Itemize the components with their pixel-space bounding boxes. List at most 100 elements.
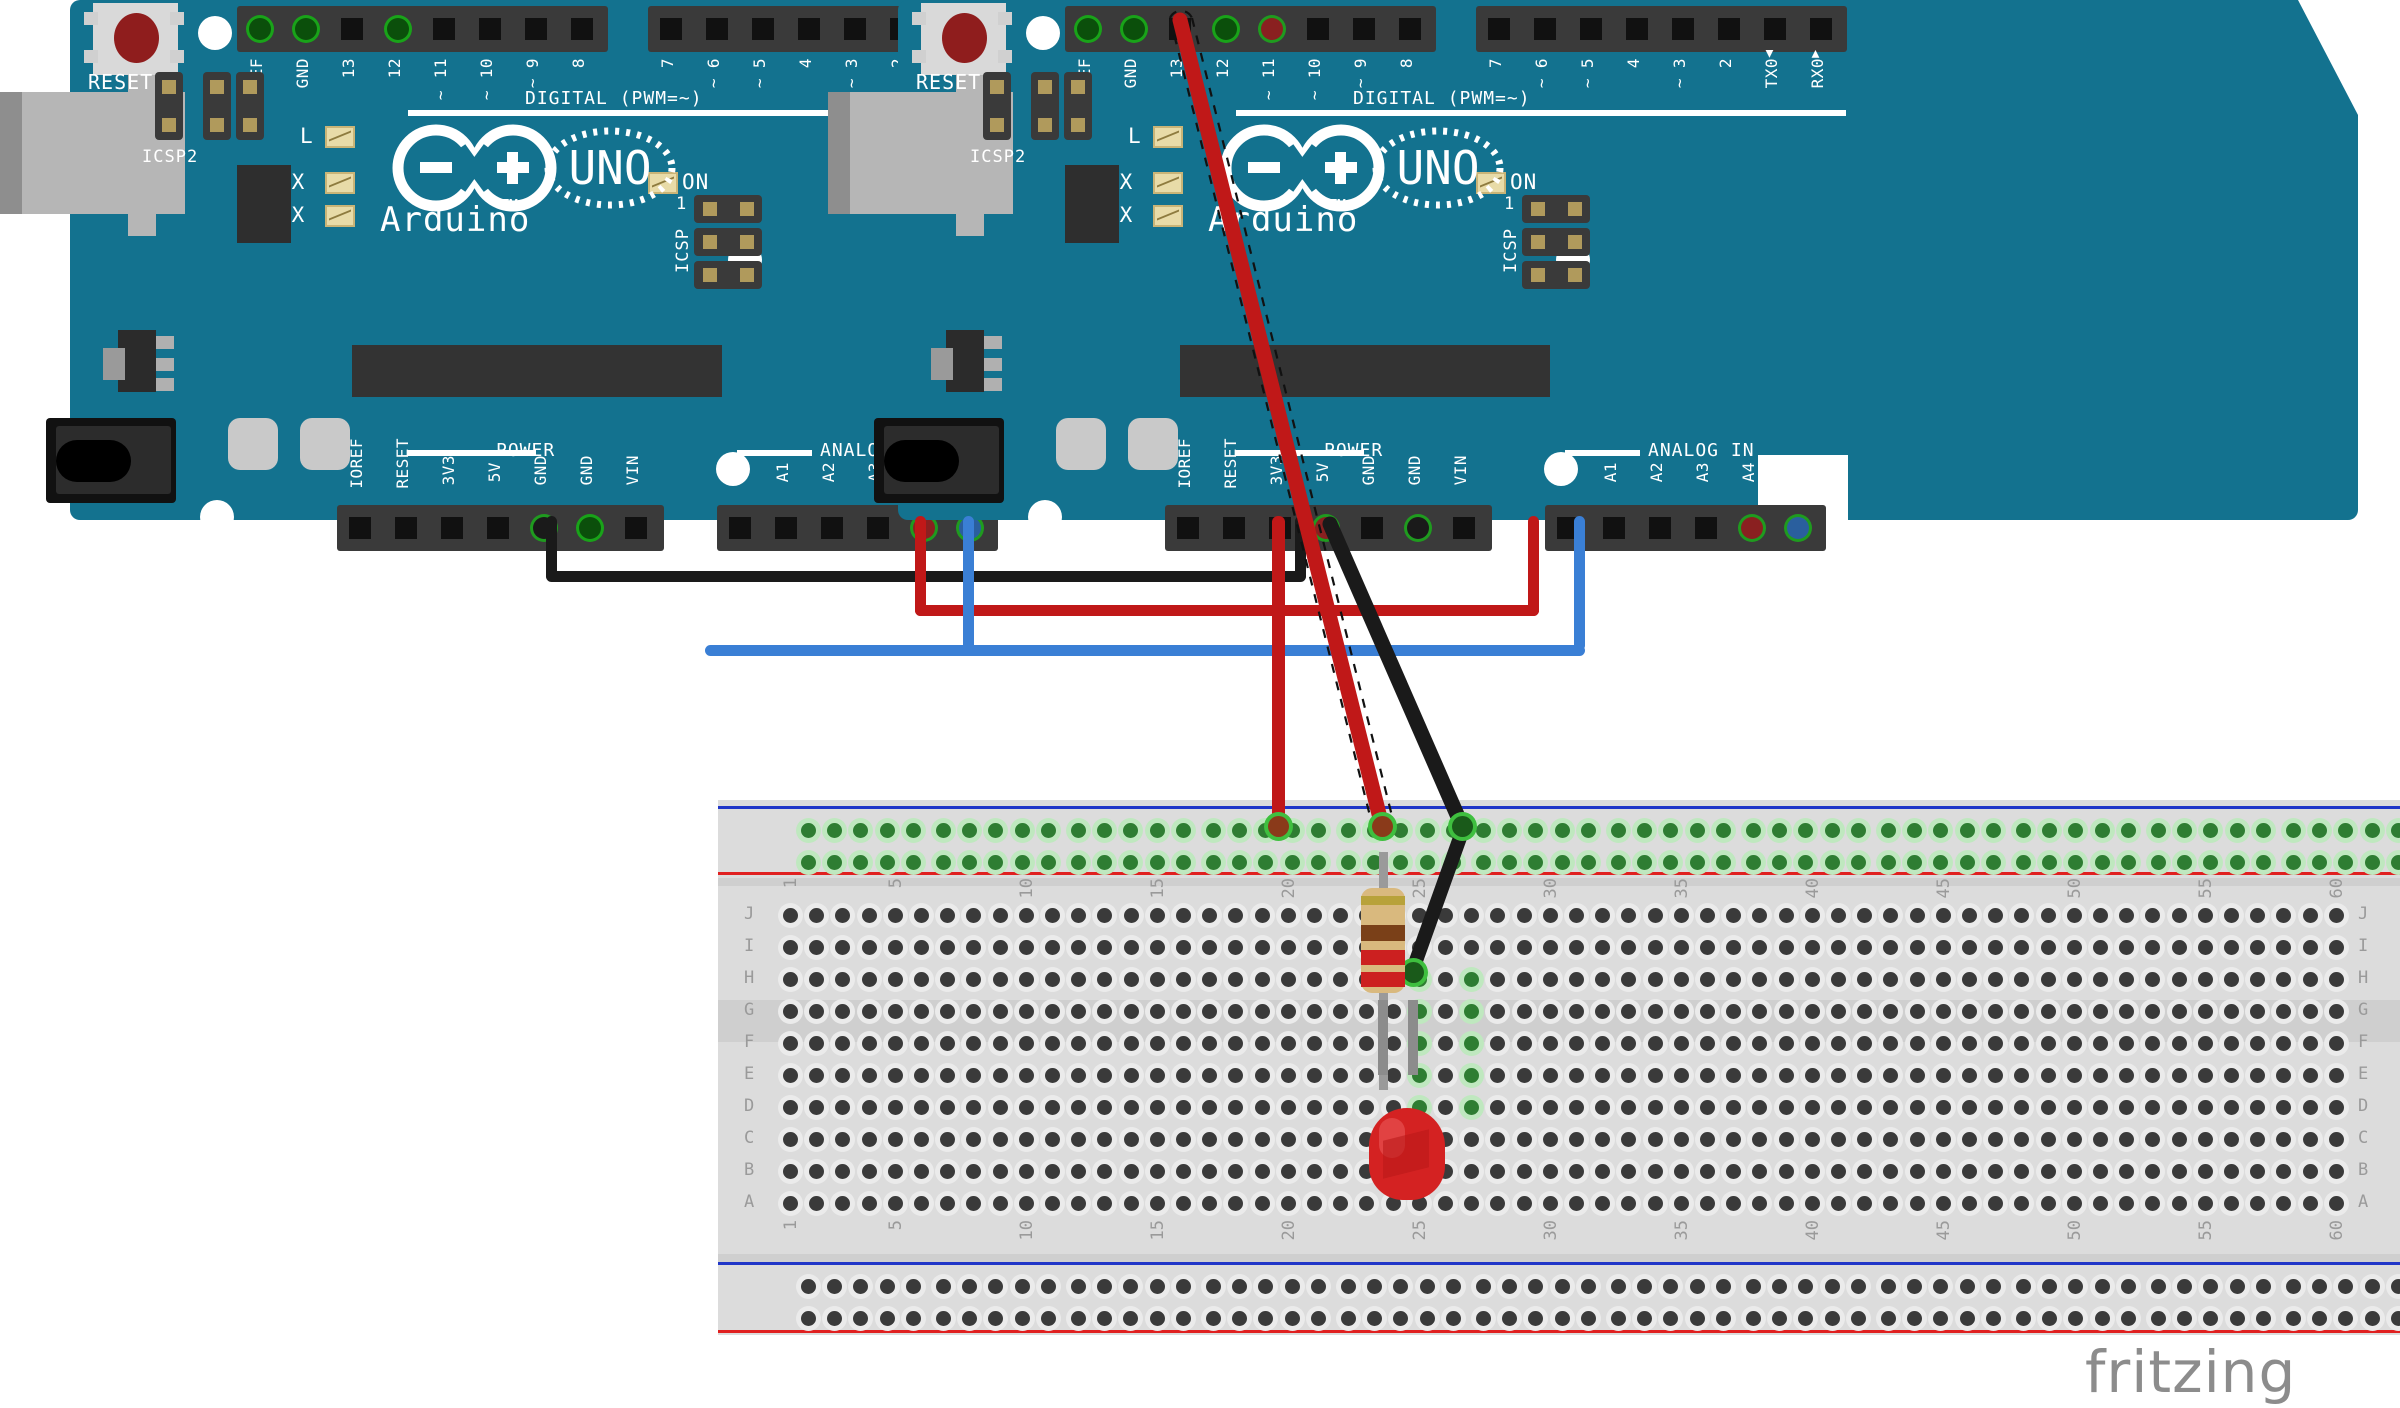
bb-hole-bottom-pin: [1254, 1068, 1270, 1083]
bb-hole-bottom-pin: [887, 1100, 903, 1115]
bb-hole-top-pin: [1569, 1004, 1584, 1019]
top-rail-pos-hole-pin: [1663, 855, 1679, 870]
digital-header-right[interactable]: [1476, 6, 1847, 52]
top-rail-neg-hole-pin: [2068, 823, 2084, 838]
bb-hole-bottom-pin: [2066, 1196, 2082, 1211]
bb-hole-top-pin: [2040, 940, 2056, 955]
gnd-wire-endpoint[interactable]: [1452, 816, 1473, 837]
vcc-rail-endpoint[interactable]: [1268, 816, 1289, 837]
a4-bus-wire[interactable]: [915, 605, 1539, 616]
bb-hole-bottom-pin: [2302, 1164, 2318, 1179]
pin-label-gnd: GND: [1121, 58, 1140, 89]
bottom-rail-pos-hole-pin: [2203, 1311, 2219, 1326]
bb-hole-bottom-pin: [1542, 1196, 1558, 1211]
analog-header[interactable]: [1545, 505, 1826, 551]
arduino-board-2[interactable]: RESET AREF GND 13 12 11 ~ 10 ~ 9 ~ 8: [828, 0, 2358, 551]
bb-hole-top-pin: [1831, 1036, 1846, 1051]
bb-hole-top-pin: [2328, 1004, 2344, 1019]
top-rail-pos-hole-pin: [2094, 855, 2110, 870]
bb-hole-bottom-pin: [1307, 1100, 1322, 1115]
bottom-rail-pos-hole-pin: [2177, 1311, 2193, 1326]
bb-hole-top-pin: [861, 1004, 877, 1019]
a4-wire-seg-v2[interactable]: [1528, 516, 1539, 616]
bottom-rail-neg-hole-pin: [2229, 1279, 2245, 1294]
bb-hole-bottom-pin: [1018, 1100, 1034, 1115]
bb-hole-top-pin: [1962, 1036, 1977, 1051]
bb-hole-bottom-pin: [783, 1196, 798, 1211]
bb-hole-bottom-pin: [2040, 1164, 2056, 1179]
bb-hole-top-pin: [2328, 972, 2344, 987]
bb-hole-top-pin: [1569, 1036, 1584, 1051]
bb-hole-bottom-pin: [1700, 1100, 1715, 1115]
bottom-rail-neg-hole-pin: [988, 1279, 1004, 1294]
gnd-wire-seg-v2[interactable]: [1295, 516, 1306, 581]
led-l: [1153, 126, 1183, 148]
power-header[interactable]: [337, 505, 664, 551]
bb-hole-top-pin: [940, 1004, 956, 1019]
bottom-rail-neg-hole-pin: [1149, 1279, 1165, 1294]
top-rail-neg-hole-pin: [1933, 823, 1949, 838]
bottom-rail-pos-hole-pin: [1367, 1311, 1383, 1326]
bb-hole-bottom-pin: [2197, 1100, 2213, 1115]
bb-hole-bottom-pin: [1569, 1100, 1584, 1115]
led-l: [325, 126, 355, 148]
bb-hole-bottom-pin: [1935, 1100, 1951, 1115]
bb-hole-bottom-pin: [861, 1132, 877, 1147]
bottom-rail-neg-hole-pin: [853, 1279, 869, 1294]
top-rail-neg-hole-pin: [1149, 823, 1165, 838]
bb-hole-bottom-pin: [1516, 1196, 1532, 1211]
bb-hole-top-pin: [1176, 940, 1191, 955]
bottom-rail-pos-hole-pin: [936, 1311, 951, 1326]
bb-row-label: F: [744, 1032, 755, 1052]
gnd-breadboard-wire[interactable]: [1322, 516, 1470, 834]
top-rail-pos-hole-pin: [1689, 855, 1705, 870]
power-header[interactable]: [1165, 505, 1492, 551]
bb-row-label: E: [744, 1064, 755, 1084]
a5-wire-seg-v2[interactable]: [1574, 516, 1585, 651]
bb-hole-bottom-pin: [1254, 1100, 1270, 1115]
bb-hole-top-pin: [1935, 940, 1951, 955]
top-rail-pos-hole-pin: [1850, 855, 1866, 870]
svg-text:UNO: UNO: [568, 141, 651, 195]
icsp2-label: ICSP2: [970, 147, 1027, 167]
power-label-ioref: IOREF: [347, 438, 366, 489]
bottom-rail-pos-hole-pin: [2255, 1311, 2271, 1326]
top-rail-neg-hole-pin: [1419, 823, 1435, 838]
bb-hole-bottom-pin: [2224, 1196, 2239, 1211]
a4-wire-seg-v1[interactable]: [915, 516, 926, 616]
top-rail-pos-hole-pin: [2286, 855, 2301, 870]
pin13-wire-endpoint[interactable]: [1372, 816, 1393, 837]
gnd-bus-wire[interactable]: [546, 571, 1306, 582]
led-lead-anode: [1378, 1000, 1388, 1075]
bb-hole-top-pin: [992, 972, 1008, 987]
pwm-mark-11: ~: [1259, 90, 1278, 101]
top-rail-neg-hole-pin: [2286, 823, 2301, 838]
a5-wire-seg-v1[interactable]: [963, 516, 974, 651]
bottom-rail-pos-hole-pin: [1689, 1311, 1705, 1326]
bb-hole-top-pin: [1280, 1004, 1296, 1019]
bottom-rail-pos-hole-pin: [1206, 1311, 1221, 1326]
bb-hole-bottom-pin: [1018, 1164, 1034, 1179]
digital-header-left[interactable]: [237, 6, 608, 52]
bb-hole-top-pin: [2224, 1036, 2239, 1051]
bb-hole-top-pin: [1935, 1004, 1951, 1019]
jumper-endpoint[interactable]: [1403, 962, 1424, 983]
bb-hole-top-pin: [1307, 1004, 1322, 1019]
vcc-rail-wire[interactable]: [1272, 516, 1285, 828]
reset-button-cap[interactable]: [942, 13, 987, 63]
bb-hole-bottom-pin: [1569, 1196, 1584, 1211]
reset-button-cap[interactable]: [114, 13, 159, 63]
digital-header-left[interactable]: [1065, 6, 1436, 52]
led-on-label: ON: [1510, 170, 1538, 194]
pin-label-9: 9: [1351, 58, 1370, 69]
bottom-rail-neg-hole-pin: [2016, 1279, 2031, 1294]
bb-hole-bottom-pin: [783, 1100, 798, 1115]
crystal-2: [1128, 418, 1178, 470]
bottom-rail-pos-hole-pin: [1445, 1311, 1461, 1326]
bb-column-label: 60: [2326, 878, 2347, 899]
a5-bus-wire[interactable]: [705, 645, 1585, 656]
pwm-mark-10: ~: [1305, 90, 1324, 101]
bb-hole-top-pin: [1831, 1004, 1846, 1019]
bb-hole-top-pin: [1700, 940, 1715, 955]
top-rail-pos-hole-pin: [1419, 855, 1435, 870]
